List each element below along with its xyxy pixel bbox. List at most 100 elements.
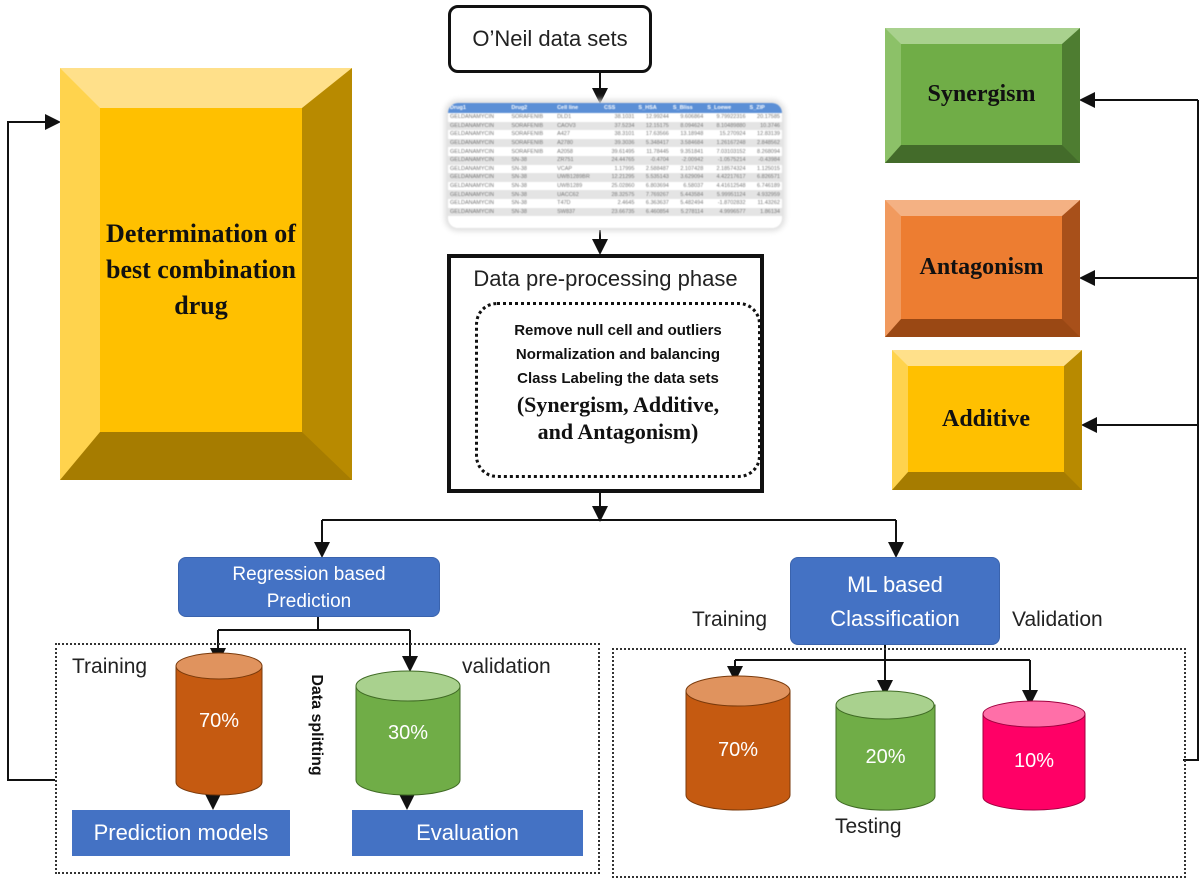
table-cell: 12.21295 <box>601 173 637 182</box>
table-cell: 24.44765 <box>601 155 637 165</box>
cylinder-icon <box>355 670 461 796</box>
table-cell: 7.03103152 <box>716 148 746 155</box>
table-cell: GELDANAMYCIN <box>448 173 510 182</box>
ml-train-pct: 70% <box>717 739 759 761</box>
table-cell: VCAP <box>557 165 573 172</box>
table-cell: 12.83139 <box>757 131 780 138</box>
ml-classification-box: ML based Classification <box>790 557 1000 645</box>
table-cell: 6.826571 <box>747 173 782 182</box>
table-cell: A427 <box>557 131 570 138</box>
determination-line-2: best combination <box>106 255 296 284</box>
regression-prediction-box: Regression based Prediction <box>178 557 440 617</box>
table-cell: 8.268094 <box>757 148 780 155</box>
table-cell: 3.629094 <box>670 173 706 182</box>
table-cell: SN-38 <box>511 200 527 207</box>
preprocessing-steps: Remove null cell and outliers Normalizat… <box>475 302 761 478</box>
table-cell: 9.79922316 <box>716 114 746 121</box>
table-cell: 9.606864 <box>680 114 704 121</box>
evaluation-label: Evaluation <box>416 820 519 845</box>
data-splitting-label: Data splitting <box>308 674 325 776</box>
regression-line-2: Prediction <box>266 591 352 612</box>
table-cell: 6.803694 <box>645 183 669 190</box>
table-cell: 8.10489880 <box>705 121 748 131</box>
table-header-cell: S_ZIP <box>747 103 782 113</box>
table-cell: UWB1289 <box>557 183 583 190</box>
table-cell: GELDANAMYCIN <box>448 138 510 148</box>
table-cell: 1.125015 <box>757 165 780 172</box>
oneil-datasets-box: O’Neil data sets <box>448 5 652 73</box>
table-cell: GELDANAMYCIN <box>450 183 495 190</box>
table-cell: 28.32575 <box>601 190 637 199</box>
table-cell: -2.00942 <box>670 155 706 165</box>
table-cell: 17.63566 <box>645 131 669 138</box>
preprocessing-box: Data pre-processing phase Remove null ce… <box>447 254 764 493</box>
table-cell: SN-38 <box>509 173 556 182</box>
table-cell: -0.43984 <box>747 155 782 165</box>
additive-label: Additive <box>941 405 1030 432</box>
determination-line-3: drug <box>174 291 228 320</box>
table-cell: 11.43262 <box>757 200 780 207</box>
data-splitting-wrap: Data splitting <box>303 660 329 790</box>
ml-test-cylinder: 20% <box>835 690 936 811</box>
regression-val-pct: 30% <box>387 722 429 744</box>
cylinder-icon <box>175 652 263 796</box>
table-cell: SN-38 <box>509 207 556 217</box>
antagonism-box: Antagonism <box>885 200 1080 337</box>
table-cell: 5.482494 <box>680 200 704 207</box>
table-header-cell: CSS <box>601 103 637 113</box>
ml-testing-label: Testing <box>835 815 902 838</box>
table-header-cell: Cell line <box>555 103 602 113</box>
table-cell: DLD1 <box>557 114 572 121</box>
regression-train-cylinder: 70% <box>175 652 263 796</box>
table-cell: SORAFENIB <box>511 131 544 138</box>
table-cell: GELDANAMYCIN <box>448 190 510 199</box>
table-cell: GELDANAMYCIN <box>448 155 510 165</box>
table-cell: SORAFENIB <box>509 121 556 131</box>
prediction-models-box: Prediction models <box>72 810 290 856</box>
table-cell: 37.5234 <box>601 121 637 131</box>
table-cell: CAOV3 <box>555 121 602 131</box>
table-cell: SN-38 <box>509 190 556 199</box>
table-cell: 4.932959 <box>747 190 782 199</box>
table-cell: ZR751 <box>555 155 602 165</box>
table-cell: GELDANAMYCIN <box>450 165 495 172</box>
table-cell: 12.99244 <box>645 114 669 121</box>
table-cell: A2780 <box>555 138 602 148</box>
table-cell: GELDANAMYCIN <box>450 200 495 207</box>
table-cell: 25.02860 <box>611 183 635 190</box>
table-cell: 2.4645 <box>617 200 635 207</box>
regression-validation-cylinder: 30% <box>355 670 461 796</box>
table-header-cell: S_Loewe <box>705 103 748 113</box>
table-cell: 39.3036 <box>601 138 637 148</box>
preprocessing-title: Data pre-processing phase <box>473 266 738 291</box>
ml-train-cylinder: 70% <box>685 675 791 811</box>
table-cell: T47D <box>557 200 571 207</box>
table-cell: 23.66735 <box>601 207 637 217</box>
regression-line-1: Regression based <box>232 564 386 585</box>
table-cell: 7.769267 <box>636 190 671 199</box>
table-cell: 5.443584 <box>670 190 706 199</box>
table-cell: -1.0575214 <box>705 155 748 165</box>
step-remove-null: Remove null cell and outliers <box>514 322 722 339</box>
table-cell: 2.107428 <box>680 165 704 172</box>
determination-line-1: Determination of <box>106 219 296 248</box>
table-cell: 4.42217617 <box>705 173 748 182</box>
ml-training-label: Training <box>692 608 768 631</box>
regression-train-pct: 70% <box>198 710 240 732</box>
table-cell: 12.15175 <box>636 121 671 131</box>
table-cell: 6.746189 <box>757 183 780 190</box>
table-cell: -0.4704 <box>636 155 671 165</box>
table-header-cell: S_HSA <box>636 103 671 113</box>
prediction-models-label: Prediction models <box>93 820 269 845</box>
table-cell: 2.848562 <box>747 138 782 148</box>
table-cell: GELDANAMYCIN <box>448 207 510 217</box>
